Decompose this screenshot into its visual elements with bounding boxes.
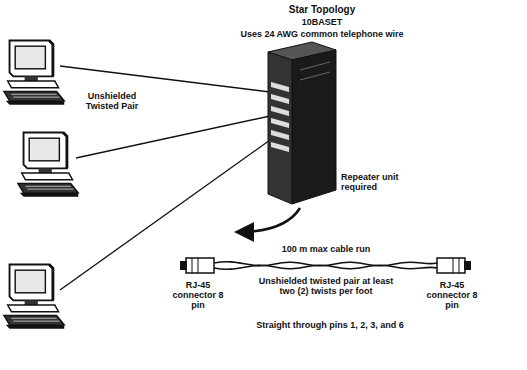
cable-note: Unshielded twisted pair at least two (2)… bbox=[251, 276, 401, 296]
wire-label: Unshielded Twisted Pair bbox=[79, 90, 145, 112]
length-note: 100 m max cable run bbox=[251, 244, 401, 254]
callout-arrow bbox=[238, 208, 300, 232]
pinout-note: Straight through pins 1, 2, 3, and 6 bbox=[215, 320, 445, 330]
cable-note: Uses 24 AWG common telephone wire bbox=[212, 29, 432, 39]
twisted-pair-wire bbox=[60, 66, 270, 290]
hub-label: Repeater unit required bbox=[341, 172, 415, 192]
computer bbox=[4, 265, 64, 329]
connector-label: RJ-45 connector 8 pin bbox=[172, 280, 224, 310]
diagram-title: Star Topology bbox=[237, 4, 407, 15]
computer bbox=[18, 133, 78, 197]
patch-cable bbox=[180, 258, 471, 273]
repeater-hub bbox=[268, 42, 336, 204]
standard-name: 10BASET bbox=[237, 17, 407, 27]
computer bbox=[4, 41, 64, 105]
connector-label: RJ-45 connector 8 pin bbox=[426, 280, 478, 310]
